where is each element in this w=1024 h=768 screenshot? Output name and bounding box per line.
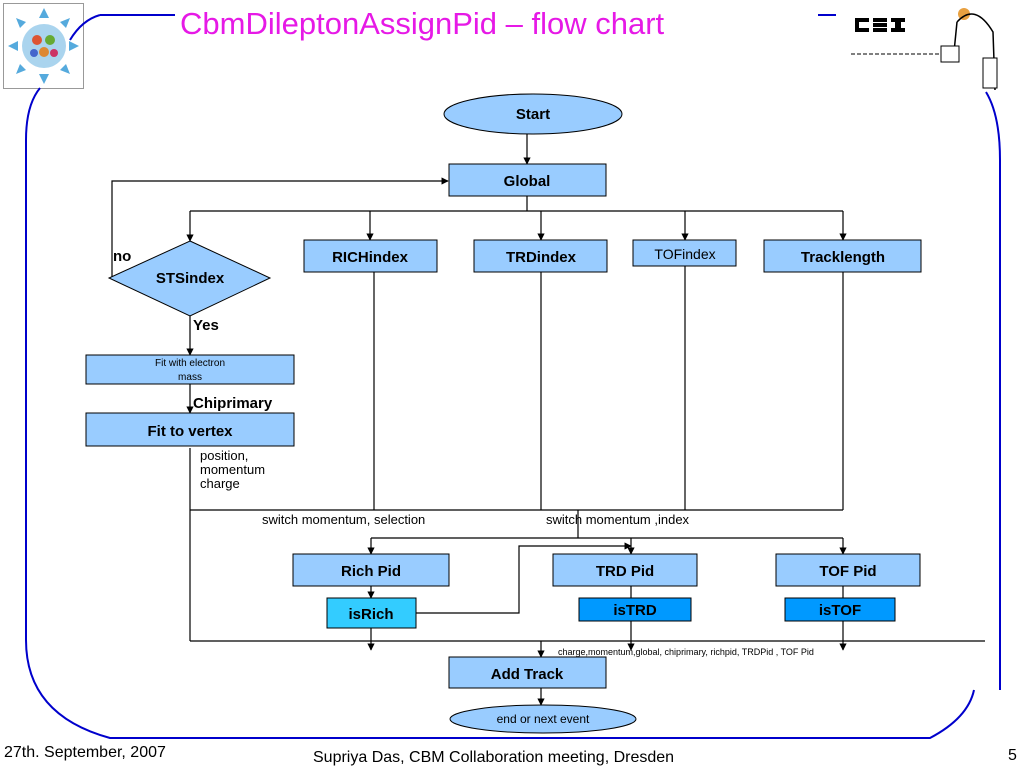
svg-text:Rich Pid: Rich Pid bbox=[341, 563, 401, 580]
svg-text:STSindex: STSindex bbox=[156, 270, 225, 287]
stsindex-decision: STSindex bbox=[107, 240, 272, 317]
svg-text:isTRD: isTRD bbox=[613, 602, 657, 619]
svg-text:Fit to vertex: Fit to vertex bbox=[147, 423, 233, 440]
svg-text:Fit with electron: Fit with electron bbox=[155, 358, 225, 369]
footer-date: 27th. September, 2007 bbox=[4, 744, 166, 761]
istof-node: isTOF bbox=[784, 597, 896, 622]
fit-electron-mass-node: Fit with electron mass bbox=[85, 354, 295, 385]
add-track-params-label: charge,momentum,global, chiprimary, rich… bbox=[558, 647, 814, 657]
trd-pid-node: TRD Pid bbox=[552, 553, 698, 587]
slide-title: CbmDileptonAssignPid – flow chart bbox=[180, 6, 665, 41]
svg-text:TRDindex: TRDindex bbox=[506, 249, 577, 266]
fit-to-vertex-node: Fit to vertex bbox=[85, 412, 295, 447]
gsi-logo bbox=[845, 2, 1015, 94]
end-node: end or next event bbox=[449, 704, 637, 734]
cbm-logo bbox=[3, 3, 84, 89]
slide-frame bbox=[25, 14, 1001, 739]
flow-connectors bbox=[111, 133, 985, 706]
switch-momentum-selection-label: switch momentum, selection bbox=[262, 512, 425, 527]
svg-text:Start: Start bbox=[516, 106, 550, 123]
isrich-node: isRich bbox=[326, 597, 417, 629]
rich-pid-node: Rich Pid bbox=[292, 553, 450, 587]
trdindex-node: TRDindex bbox=[473, 239, 608, 273]
footer-author: Supriya Das, CBM Collaboration meeting, … bbox=[313, 749, 675, 766]
charge-label: charge bbox=[200, 476, 240, 491]
istrd-node: isTRD bbox=[578, 597, 692, 622]
svg-text:RICHindex: RICHindex bbox=[332, 249, 409, 266]
svg-text:isRich: isRich bbox=[348, 606, 393, 623]
chiprimary-label: Chiprimary bbox=[193, 395, 273, 412]
switch-momentum-index-label: switch momentum ,index bbox=[546, 512, 690, 527]
momentum-label: momentum bbox=[200, 462, 265, 477]
svg-text:Global: Global bbox=[504, 173, 551, 190]
tofindex-node: TOFindex bbox=[632, 239, 737, 267]
tof-pid-node: TOF Pid bbox=[775, 553, 921, 587]
svg-text:TOFindex: TOFindex bbox=[654, 246, 715, 262]
global-node: Global bbox=[448, 163, 607, 197]
svg-text:Tracklength: Tracklength bbox=[801, 249, 885, 266]
position-label: position, bbox=[200, 448, 248, 463]
svg-text:isTOF: isTOF bbox=[819, 602, 861, 619]
svg-text:end or next event: end or next event bbox=[497, 712, 590, 726]
page-number: 5 bbox=[1008, 747, 1017, 764]
add-track-node: Add Track bbox=[448, 656, 607, 689]
richindex-node: RICHindex bbox=[303, 239, 438, 273]
no-label: no bbox=[113, 248, 131, 265]
svg-text:Add Track: Add Track bbox=[491, 666, 564, 683]
yes-label: Yes bbox=[193, 317, 219, 334]
svg-text:mass: mass bbox=[178, 372, 202, 383]
svg-text:TRD Pid: TRD Pid bbox=[596, 563, 654, 580]
start-node: Start bbox=[443, 93, 623, 135]
svg-text:TOF Pid: TOF Pid bbox=[819, 563, 876, 580]
tracklength-node: Tracklength bbox=[763, 239, 922, 273]
